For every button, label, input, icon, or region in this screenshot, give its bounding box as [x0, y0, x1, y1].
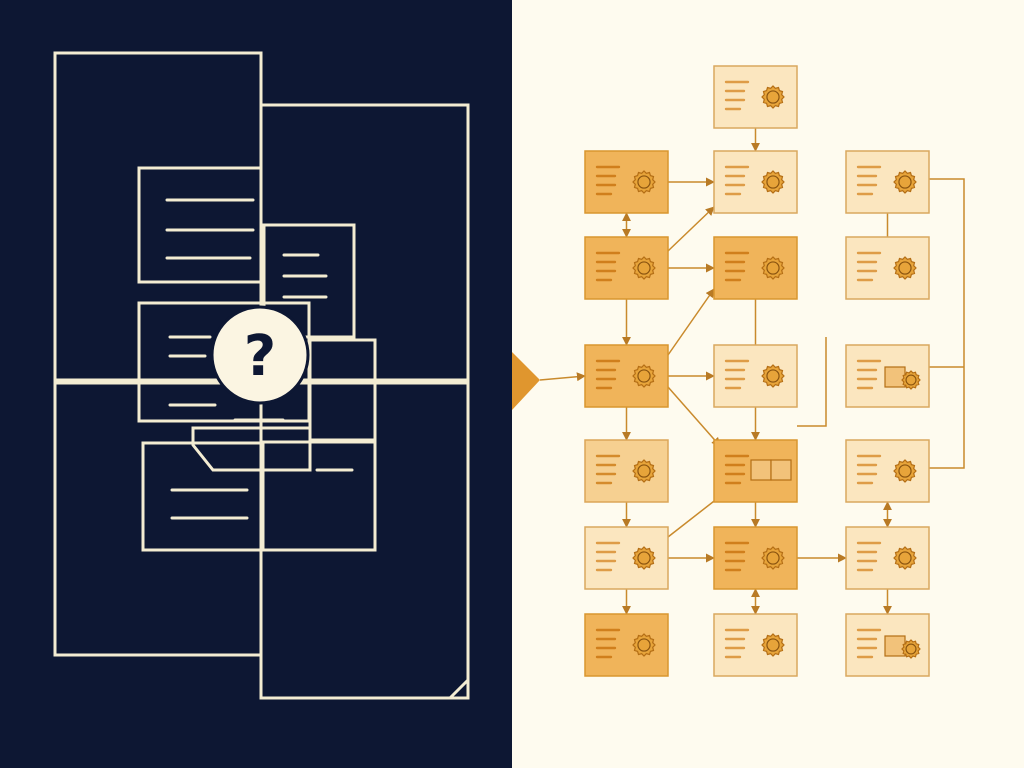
seal-icon	[893, 459, 917, 483]
document-node	[845, 236, 930, 300]
seal-icon	[761, 546, 785, 570]
document-card	[260, 440, 377, 552]
seal-icon	[893, 170, 917, 194]
seal-icon	[761, 633, 785, 657]
seal-icon	[901, 639, 921, 659]
connector-line	[667, 206, 715, 252]
document-node	[584, 613, 669, 677]
document-node	[845, 613, 930, 677]
seal-icon	[761, 256, 785, 280]
document-node	[713, 344, 798, 408]
seal-icon	[761, 85, 785, 109]
seal-icon	[632, 364, 656, 388]
photo-icon	[884, 635, 906, 657]
document-node	[845, 526, 930, 590]
transition-arrow-icon	[512, 352, 540, 410]
seal-icon	[632, 256, 656, 280]
document-node	[713, 439, 798, 503]
seal-icon	[632, 546, 656, 570]
document-node	[713, 65, 798, 129]
document-node	[584, 236, 669, 300]
photo-icon	[884, 366, 906, 388]
connector-line	[667, 497, 719, 538]
document-node	[584, 439, 669, 503]
question-mark-icon	[210, 305, 310, 405]
seal-icon	[893, 256, 917, 280]
document-node	[713, 236, 798, 300]
document-node	[584, 344, 669, 408]
document-node	[713, 526, 798, 590]
connector-bracket	[929, 178, 965, 469]
document-card	[308, 338, 377, 442]
document-node	[713, 613, 798, 677]
photo-icon	[770, 459, 792, 481]
document-node	[584, 150, 669, 214]
photo-icon	[750, 459, 772, 481]
seal-icon	[632, 633, 656, 657]
document-card	[137, 166, 263, 284]
overlapping-documents-drawing: ?	[53, 51, 470, 700]
connector-line	[667, 288, 715, 356]
seal-icon	[761, 170, 785, 194]
seal-icon	[893, 546, 917, 570]
connector-line	[539, 372, 586, 382]
document-node	[845, 344, 930, 408]
document-node	[584, 526, 669, 590]
seal-icon	[901, 370, 921, 390]
seal-icon	[761, 364, 785, 388]
connector-line	[667, 386, 721, 447]
seal-icon	[632, 459, 656, 483]
document-node	[845, 150, 930, 214]
seal-icon	[632, 170, 656, 194]
question-mark: ?	[244, 324, 276, 389]
document-node	[713, 150, 798, 214]
document-node	[845, 439, 930, 503]
connector-bracket	[797, 337, 827, 427]
